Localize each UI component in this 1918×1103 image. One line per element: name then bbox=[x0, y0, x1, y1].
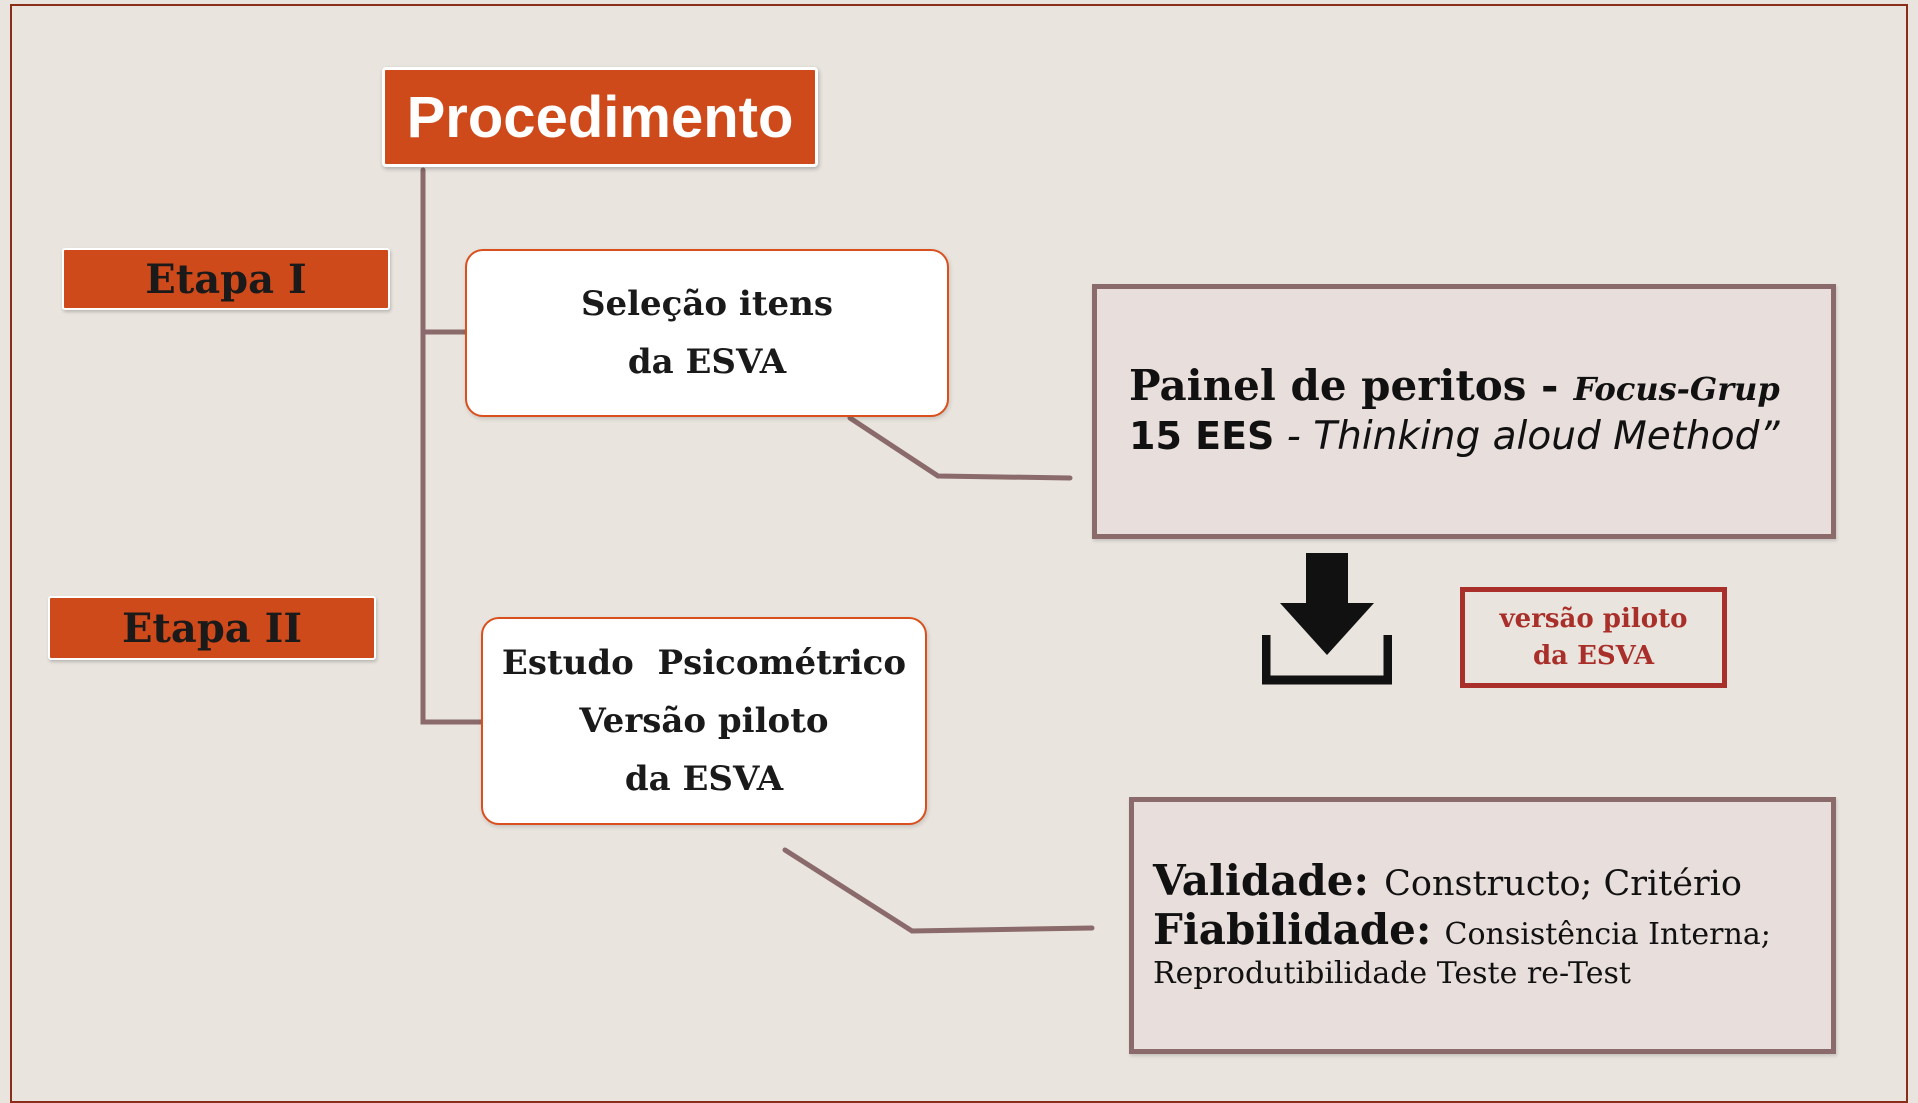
connector-step1-panel bbox=[847, 415, 1073, 481]
panel-sample: 15 EES bbox=[1129, 414, 1275, 458]
pilot-line: da ESVA bbox=[1533, 640, 1654, 671]
download-icon bbox=[1262, 553, 1392, 685]
expert-panel-box: Painel de peritos - Focus-Grup 15 EES - … bbox=[1092, 284, 1836, 539]
panel-title: Painel de peritos - bbox=[1129, 361, 1559, 410]
validity-label: Validade: bbox=[1153, 856, 1370, 905]
step-line: da ESVA bbox=[627, 342, 787, 382]
stage-2-label: Etapa II bbox=[48, 596, 376, 660]
pilot-version-box: versão piloto da ESVA bbox=[1460, 587, 1727, 688]
step-line: Estudo Psicométrico bbox=[501, 643, 907, 683]
validity-row: Validade: Constructo; Critério bbox=[1153, 856, 1831, 905]
step-psychometric-study: Estudo Psicométrico Versão piloto da ESV… bbox=[481, 617, 927, 825]
panel-line-1: Painel de peritos - Focus-Grup bbox=[1129, 361, 1831, 410]
procedure-title: Procedimento bbox=[382, 67, 818, 167]
validity-text: Constructo; Critério bbox=[1384, 864, 1742, 904]
validity-reliability-box: Validade: Constructo; Critério Fiabilida… bbox=[1129, 797, 1836, 1054]
panel-method: Focus-Grup bbox=[1573, 370, 1780, 408]
reliability-row: Fiabilidade: Consistência Interna; bbox=[1153, 905, 1831, 954]
pilot-line: versão piloto bbox=[1499, 603, 1688, 634]
connector-step2-results bbox=[782, 847, 1095, 934]
step-line: da ESVA bbox=[624, 759, 784, 799]
reliability-text-2: Reprodutibilidade Teste re-Test bbox=[1153, 956, 1631, 991]
reliability-label: Fiabilidade: bbox=[1153, 905, 1432, 954]
reliability-text: Consistência Interna; bbox=[1444, 917, 1771, 952]
trunk-connector bbox=[420, 167, 484, 725]
step-item-selection: Seleção itens da ESVA bbox=[465, 249, 949, 417]
panel-technique: - Thinking aloud Method” bbox=[1274, 414, 1780, 459]
step-line: Seleção itens bbox=[580, 284, 834, 324]
step-line: Versão piloto bbox=[579, 701, 829, 741]
reliability-row-2: Reprodutibilidade Teste re-Test bbox=[1153, 956, 1831, 991]
panel-line-2: 15 EES - Thinking aloud Method” bbox=[1129, 414, 1831, 459]
stage-1-label: Etapa I bbox=[62, 248, 390, 310]
